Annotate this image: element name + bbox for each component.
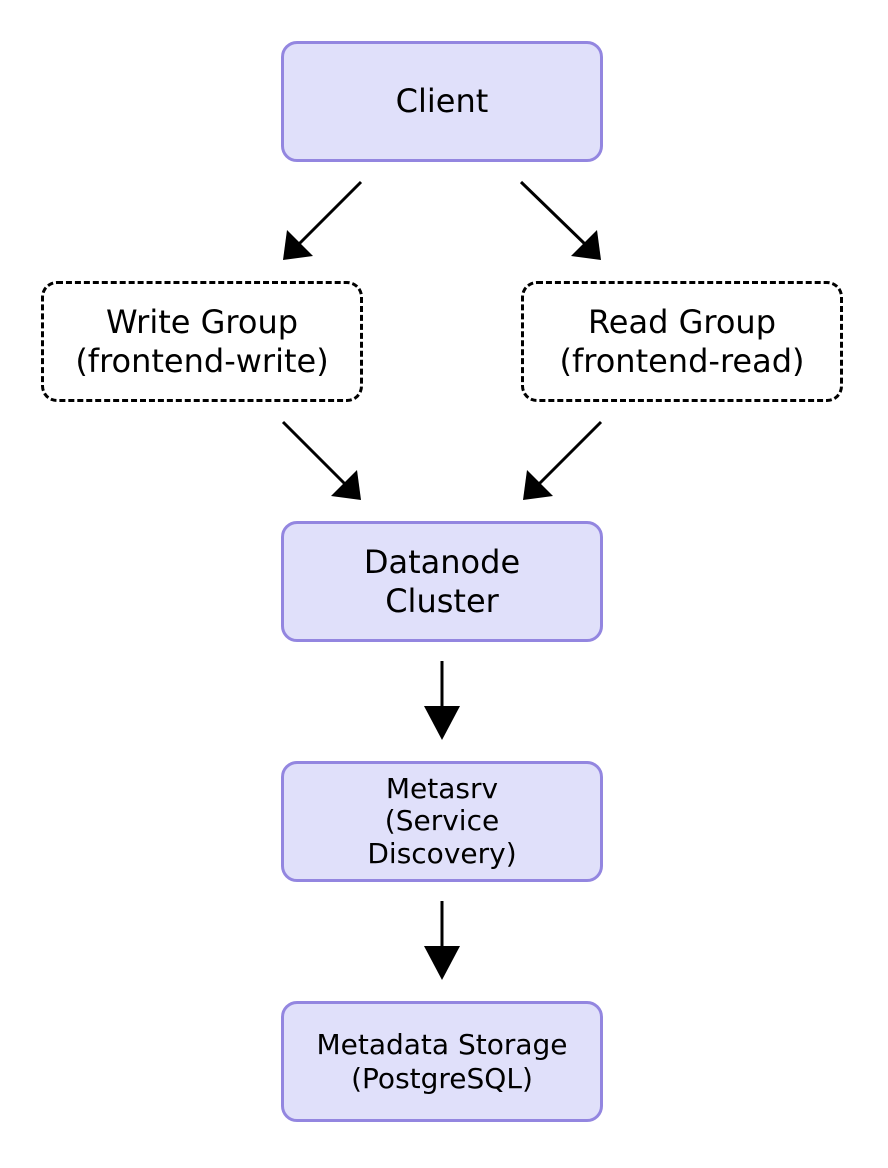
metadata-storage-node: Metadata Storage (PostgreSQL) — [281, 1001, 603, 1122]
metasrv-sublabel-1: (Service — [384, 804, 500, 838]
edge-client-to-read — [519, 180, 601, 260]
write-group-label: Write Group — [105, 303, 299, 342]
edge-datanode-to-metasrv — [424, 661, 460, 740]
edge-client-to-write — [283, 180, 363, 260]
read-group-label: Read Group — [588, 303, 776, 342]
metasrv-sublabel-2: Discovery) — [367, 836, 517, 870]
datanode-sublabel: Cluster — [385, 581, 499, 620]
storage-label: Metadata Storage — [316, 1027, 568, 1061]
write-group-sublabel: (frontend-write) — [75, 341, 329, 380]
edge-metasrv-to-storage — [424, 901, 460, 980]
client-node: Client — [281, 41, 603, 162]
client-label: Client — [395, 82, 489, 121]
metasrv-node: Metasrv (Service Discovery) — [281, 761, 603, 882]
read-group-sublabel: (frontend-read) — [559, 341, 805, 380]
edge-read-to-datanode — [523, 420, 603, 500]
metasrv-label: Metasrv — [385, 772, 499, 806]
datanode-cluster-node: Datanode Cluster — [281, 521, 603, 642]
write-group-node: Write Group (frontend-write) — [41, 281, 363, 402]
edge-write-to-datanode — [281, 420, 361, 500]
datanode-label: Datanode — [363, 543, 521, 582]
read-group-node: Read Group (frontend-read) — [521, 281, 843, 402]
storage-sublabel: (PostgreSQL) — [351, 1061, 533, 1095]
